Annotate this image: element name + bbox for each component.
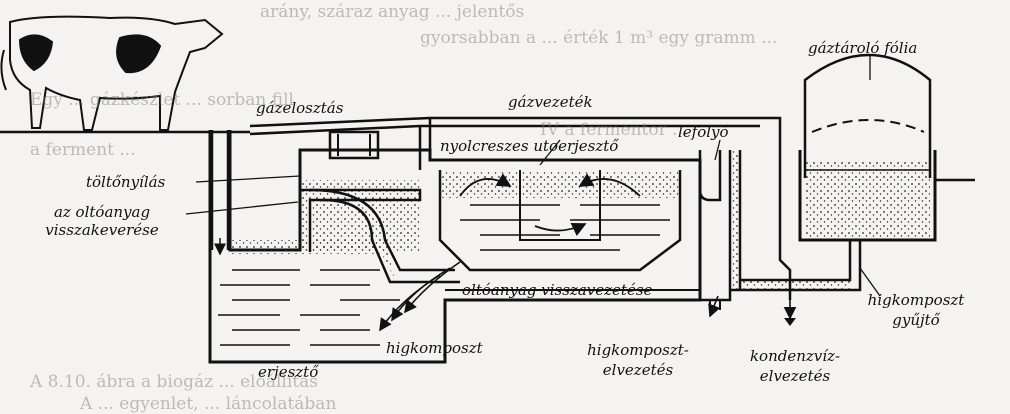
fill-opening-shaft	[210, 130, 230, 250]
background-text-1: arány, száraz anyag ... jelentős	[260, 2, 525, 22]
label-inoculum-return: oltóanyag visszavezetése	[462, 281, 653, 299]
label-condensate-drain-2: elvezetés	[759, 367, 831, 385]
label-gas-pipe: gázvezeték	[508, 93, 593, 111]
background-text-6: A 8.10. ábra a biogáz ... előállítás	[30, 372, 318, 392]
label-fill-opening: töltőnyílás	[86, 173, 166, 191]
background-text-5: a ferment ...	[30, 140, 136, 160]
drain-siphon	[698, 150, 742, 302]
label-fermenter: erjesztő	[258, 363, 319, 381]
label-gas-holder-film: gáztároló fólia	[808, 39, 918, 57]
label-drain: lefolyó	[678, 123, 729, 141]
label-liquid-compost-drain-2: elvezetés	[602, 361, 674, 379]
background-text-2: gyorsabban a ... érték 1 m³ egy gramm ..…	[420, 28, 778, 48]
label-post-fermenter: nyolcreszes utoerjesztő	[440, 137, 619, 155]
label-liquid-compost-collector-2: gyűjtő	[892, 311, 940, 329]
post-fermenter-wall	[438, 170, 682, 272]
label-inoculum-remix-2: visszakeverése	[45, 221, 159, 239]
inoculum-return-arrows	[379, 261, 461, 332]
background-text-4: IV a fermentor ...	[540, 120, 689, 140]
condensate-pipe	[778, 180, 792, 300]
label-liquid-compost-collector-1: higkomposzt	[867, 291, 965, 309]
scum-layer	[300, 180, 420, 252]
label-liquid-compost-drain-1: higkomposzt-	[587, 341, 689, 359]
liquid-compost-drain-pipe	[700, 299, 721, 310]
background-text-7: A ... egyenlet, ... láncolatában	[80, 394, 337, 414]
cow-icon	[0, 15, 224, 131]
label-condensate-drain-1: kondenzvíz-	[749, 347, 841, 365]
fermenter-liquid-lines	[218, 269, 400, 346]
post-fermenter-liquid-lines	[460, 204, 670, 251]
leader-lines	[185, 55, 881, 297]
background-text-3: Egy ... gázkészlet ... sorban fill	[30, 90, 294, 110]
inoculum-return-pipe	[309, 188, 455, 272]
label-liquid-compost: higkomposzt	[386, 339, 483, 357]
label-inoculum-remix-1: az oltóanyag	[53, 203, 151, 221]
label-gas-distribution: gázelosztás	[256, 99, 344, 117]
gas-distribution-box	[328, 130, 380, 160]
gas-pipe-to-holder	[760, 116, 782, 180]
gas-holder	[798, 53, 975, 242]
